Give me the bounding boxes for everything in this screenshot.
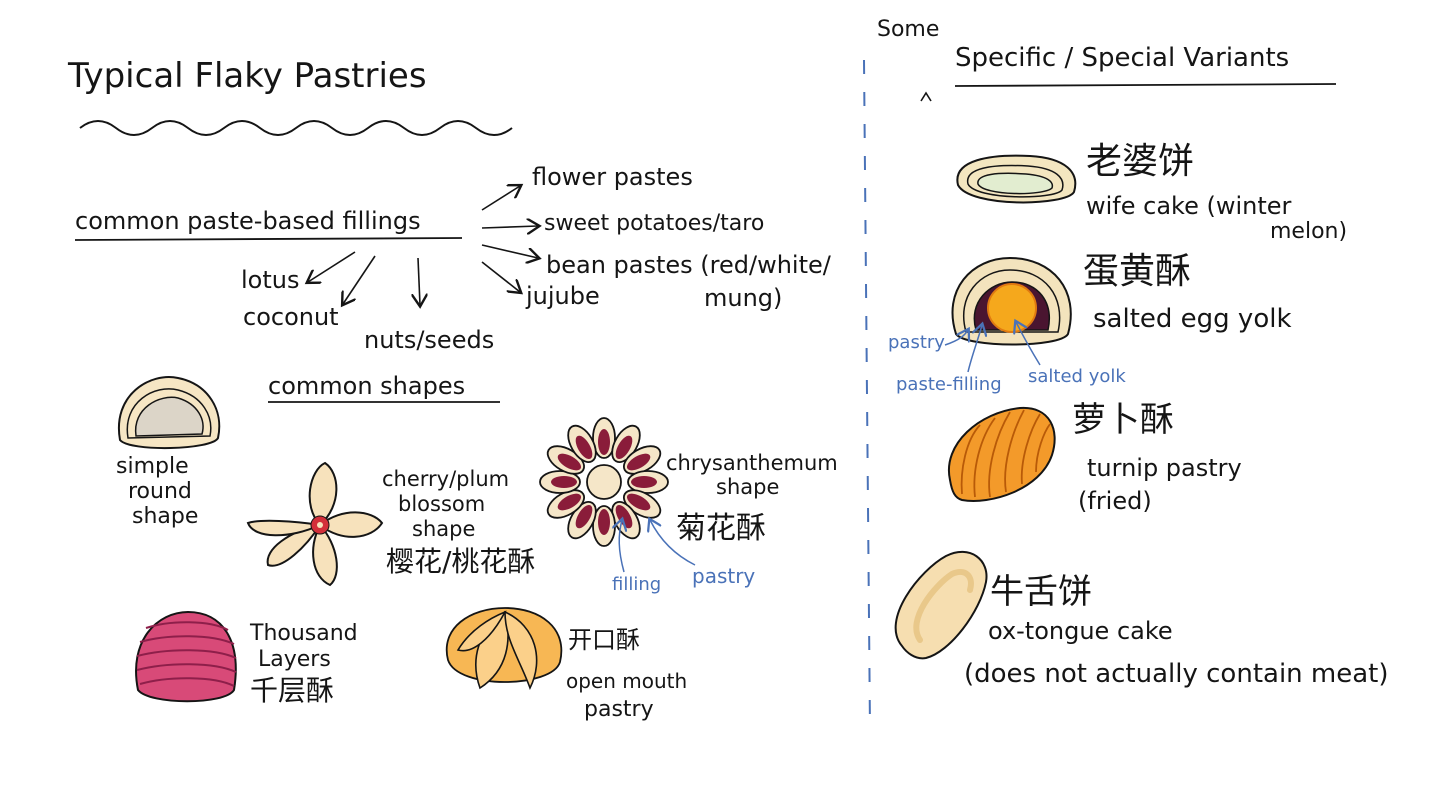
filling-bean-cont: mung) [704, 284, 783, 312]
open-mouth-drawing [445, 607, 563, 691]
left-title: Typical Flaky Pastries [68, 56, 427, 96]
filling-lotus: lotus [241, 266, 300, 294]
open-label-2: pastry [584, 697, 654, 722]
arrow-flower [481, 186, 520, 211]
turnip-label-2: (fried) [1078, 487, 1152, 515]
fillings-heading: common paste-based fillings [75, 207, 421, 235]
arrow-egg-yolk [1016, 322, 1041, 366]
blossom-label-1: cherry/plum [382, 467, 510, 491]
turnip-label-1: turnip pastry [1087, 454, 1242, 482]
shapes-heading: common shapes [268, 372, 466, 400]
chrys-label-2: shape [716, 475, 780, 499]
wife-label-1: wife cake (winter [1086, 192, 1292, 220]
blossom-label-2: blossom [398, 492, 486, 516]
wife-label-2: melon) [1270, 219, 1348, 244]
open-label-1: open mouth [566, 669, 688, 693]
arrow-sweet-potato [481, 226, 538, 228]
wife-cn: 老婆饼 [1086, 141, 1195, 182]
round-label-3: shape [132, 504, 199, 529]
arrow-coconut [343, 255, 376, 304]
arrow-bean [481, 244, 538, 258]
variants-underline [954, 83, 1337, 87]
blossom-label-cn: 樱花/桃花酥 [386, 545, 536, 578]
caret-mark [920, 91, 932, 102]
filling-nuts: nuts/seeds [364, 326, 495, 354]
thousand-label-2: Layers [258, 647, 331, 672]
round-label-1: simple [116, 454, 189, 479]
egg-yolk-label: salted yolk [1028, 366, 1126, 387]
egg-paste-label: paste-filling [896, 374, 1002, 395]
right-title: Specific / Special Variants [955, 43, 1290, 73]
arrow-jujube [481, 261, 520, 292]
turnip-cn: 萝卜酥 [1072, 400, 1174, 440]
ox-label-1: ox-tongue cake [988, 617, 1173, 645]
arrow-egg-pastry [944, 330, 968, 346]
arrow-lotus [308, 251, 356, 282]
chrys-label-cn: 菊花酥 [676, 511, 766, 546]
egg-cn: 蛋黄酥 [1083, 251, 1192, 292]
thousand-layers-drawing [135, 610, 237, 703]
some-label: Some [877, 17, 940, 42]
ox-tongue-drawing [894, 550, 988, 660]
filling-sweet-potato: sweet potatoes/taro [544, 211, 765, 236]
title-squiggle [79, 120, 513, 136]
arrow-chrys-pastry [650, 520, 696, 566]
round-label-2: round [128, 479, 192, 504]
blossom-pastry-drawing [246, 461, 384, 587]
round-pastry-drawing [117, 376, 221, 450]
divider [863, 59, 871, 731]
wife-cake-drawing [956, 154, 1077, 204]
arrow-egg-paste [967, 325, 982, 373]
arrow-nuts [418, 257, 420, 305]
chrys-pastry-label: pastry [692, 564, 756, 588]
turnip-pastry-drawing [947, 406, 1056, 502]
fillings-underline [74, 237, 463, 241]
filling-flower: flower pastes [532, 163, 693, 191]
egg-label: salted egg yolk [1093, 304, 1292, 334]
filling-bean: bean pastes (red/white/ [546, 251, 831, 279]
open-label-cn: 开口酥 [568, 626, 640, 654]
thousand-label-cn: 千层酥 [250, 674, 335, 707]
ox-label-2: (does not actually contain meat) [964, 659, 1389, 689]
filling-arrows [308, 186, 538, 305]
ox-cn: 牛舌饼 [990, 572, 1092, 612]
egg-pastry-label: pastry [888, 332, 945, 353]
chrys-filling-label: filling [612, 574, 662, 595]
blossom-label-3: shape [412, 517, 476, 541]
chrys-label-1: chrysanthemum [666, 451, 838, 475]
filling-coconut: coconut [243, 303, 339, 331]
chrysanthemum-pastry-drawing [539, 417, 669, 547]
egg-yolk-drawing [951, 256, 1072, 346]
arrow-chrys-filling [619, 520, 624, 573]
thousand-label-1: Thousand [250, 621, 358, 646]
filling-jujube: jujube [526, 282, 600, 310]
